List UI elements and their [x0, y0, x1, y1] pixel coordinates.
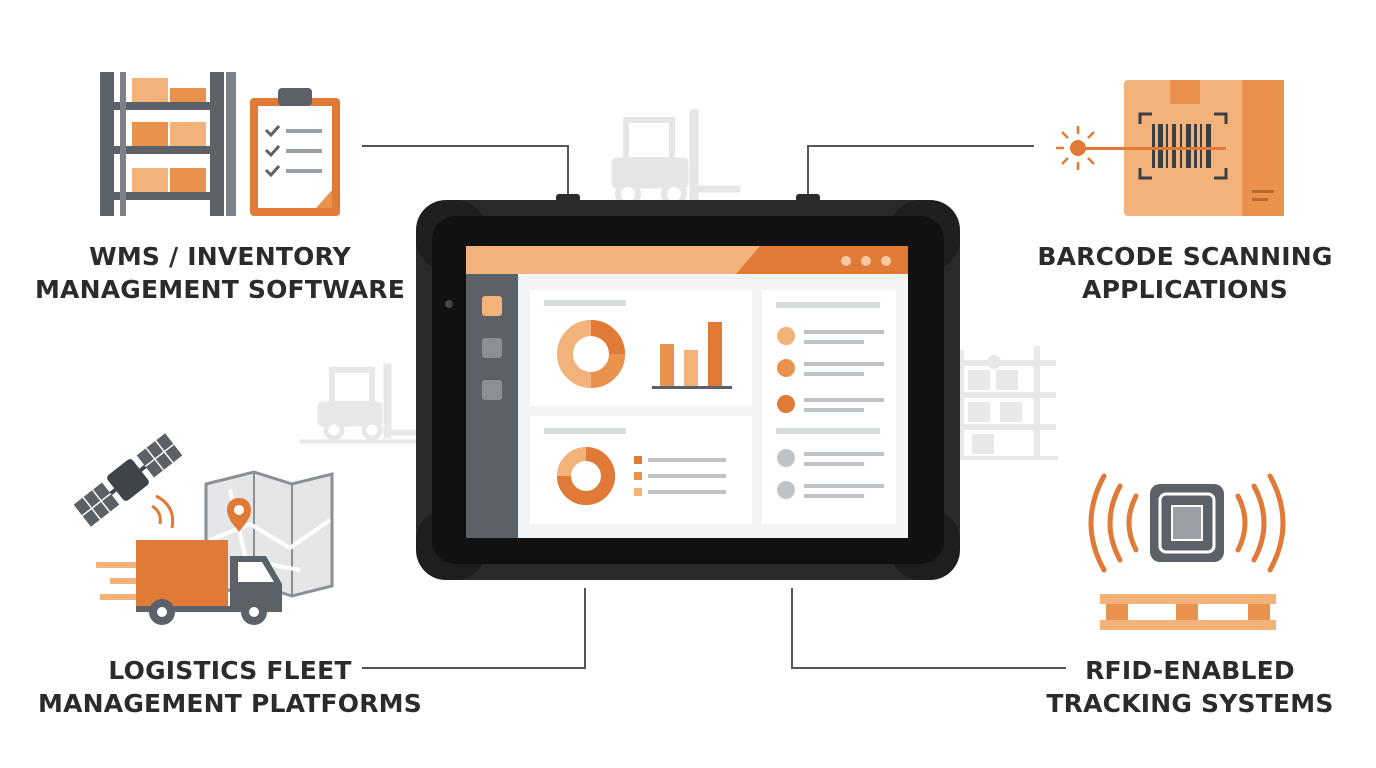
sidebar-tile: [482, 380, 502, 400]
rfid-tag-icon: [1088, 473, 1286, 573]
fleet-label-line2: MANAGEMENT PLATFORMS: [38, 689, 422, 718]
warehouse-shelf-icon: [100, 72, 236, 216]
connector-lines: [362, 145, 1066, 669]
camera-dot: [445, 300, 453, 308]
wms-inventory-label: WMS / INVENTORY MANAGEMENT SOFTWARE: [20, 240, 420, 306]
barcode-label-line1: BARCODE SCANNING: [1037, 242, 1333, 271]
forklift-icon: [299, 363, 421, 444]
window-dot-icon: [881, 256, 891, 266]
barcode-scanning-label: BARCODE SCANNING APPLICATIONS: [1000, 240, 1370, 306]
sidebar-tile: [482, 338, 502, 358]
delivery-truck-icon: [96, 540, 282, 625]
connector-rfid: [791, 588, 1066, 669]
map-pin-icon: [227, 498, 251, 532]
donut-chart-icon: [557, 447, 615, 505]
bar-chart-icon: [652, 322, 732, 389]
logistics-fleet-label: LOGISTICS FLEET MANAGEMENT PLATFORMS: [20, 654, 440, 720]
rfid-label-line1: RFID-ENABLED: [1085, 656, 1295, 685]
rugged-tablet: [416, 194, 960, 580]
window-dot-icon: [861, 256, 871, 266]
barcode-label-line2: APPLICATIONS: [1082, 275, 1288, 304]
warehouse-rack-icon: [958, 346, 1058, 460]
clipboard-checklist-icon: [250, 88, 340, 216]
wms-label-line2: MANAGEMENT SOFTWARE: [34, 275, 406, 304]
satellite-icon: [73, 433, 183, 529]
donut-chart-icon: [557, 320, 625, 388]
forklift-icon: [611, 109, 741, 207]
connector-wms: [362, 145, 569, 196]
window-dot-icon: [841, 256, 851, 266]
fleet-label-line1: LOGISTICS FLEET: [108, 656, 352, 685]
barcode-scanner-box-icon: [1056, 80, 1284, 216]
rfid-tracking-label: RFID-ENABLED TRACKING SYSTEMS: [1010, 654, 1370, 720]
rfid-label-line2: TRACKING SYSTEMS: [1046, 689, 1334, 718]
connector-fleet: [362, 588, 586, 669]
sidebar-tile: [482, 296, 502, 316]
wms-label-line1: WMS / INVENTORY: [89, 242, 351, 271]
pallet-icon: [1100, 594, 1276, 630]
connector-barcode: [807, 145, 1034, 196]
